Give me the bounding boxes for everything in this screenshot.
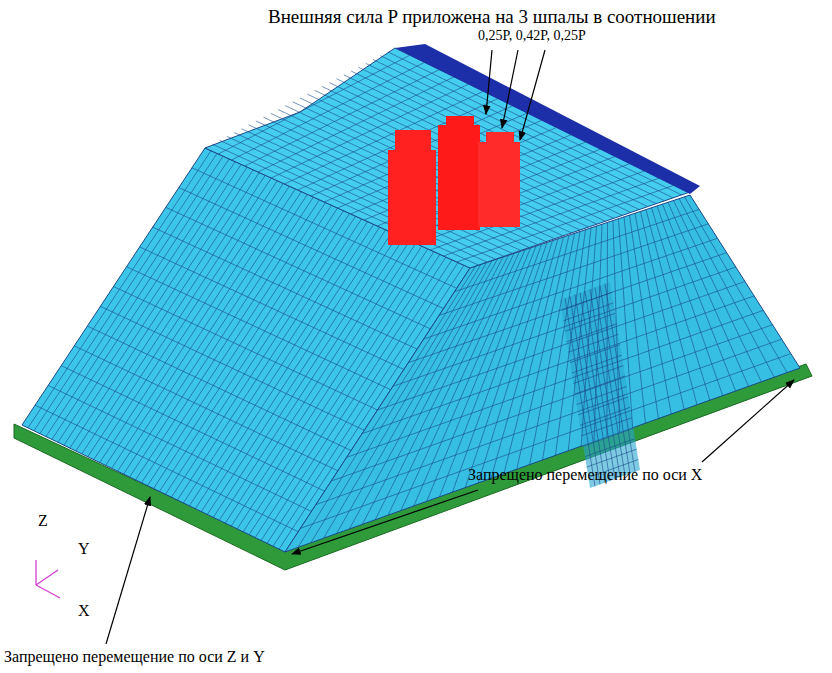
mesh-line [153, 227, 417, 349]
mesh-line [585, 439, 635, 457]
embankment [22, 44, 800, 552]
mesh-line [583, 428, 633, 446]
mesh-line [87, 326, 351, 451]
mesh-line [565, 313, 615, 331]
mesh-line [35, 405, 298, 532]
mesh-line [362, 296, 754, 434]
load-blocks [388, 116, 520, 245]
mesh-line [316, 339, 782, 505]
mesh-line [575, 376, 625, 394]
mesh-line [563, 303, 613, 321]
axis-triad [36, 560, 60, 598]
mesh-line [393, 267, 736, 386]
dense-mesh-strip [560, 282, 640, 488]
mesh-line [567, 324, 617, 342]
mesh-line [580, 407, 630, 425]
axis-label: Y [78, 540, 90, 558]
mesh-grid [212, 52, 681, 265]
crest-face [205, 48, 690, 268]
mesh-line [573, 366, 623, 384]
mesh-line [249, 125, 521, 251]
mesh-line [582, 418, 632, 436]
mesh-line [572, 355, 622, 373]
mesh-line [570, 345, 620, 363]
mesh-line [300, 354, 790, 529]
mesh-line [127, 267, 391, 390]
axis-label: Z [38, 512, 48, 530]
mesh-line [300, 98, 580, 230]
mesh-grid [298, 197, 791, 548]
mesh-line [578, 397, 628, 415]
constraint-note: Запрещено перемещение по оси X [468, 466, 702, 484]
axis-label: X [78, 602, 90, 620]
mesh-line [587, 449, 637, 467]
mesh-line [140, 247, 404, 369]
mesh-line [100, 306, 364, 430]
mesh-line [114, 287, 378, 411]
mesh-line [263, 117, 537, 244]
mesh-line [568, 334, 618, 352]
mesh-line [577, 386, 627, 404]
mesh-line [439, 224, 708, 316]
load-note: Внешняя сила P приложена на 3 шпалы в со… [268, 6, 716, 28]
constraint-note: Запрещено перемещение по оси Z и Y [4, 648, 265, 666]
mesh-line [74, 346, 338, 471]
mesh-line [256, 121, 529, 247]
mesh-line [48, 385, 311, 511]
mesh-line [61, 366, 324, 492]
mesh-line [408, 253, 726, 363]
mesh-grid [28, 151, 464, 549]
mesh-grid [562, 284, 639, 486]
mesh-lines [28, 52, 791, 549]
leader-lines [106, 50, 794, 644]
mesh-line [347, 310, 764, 457]
mesh-line [562, 292, 612, 310]
mesh-line [378, 282, 746, 411]
load-ratio: 0,25P, 0,42P, 0,25P [478, 28, 586, 44]
